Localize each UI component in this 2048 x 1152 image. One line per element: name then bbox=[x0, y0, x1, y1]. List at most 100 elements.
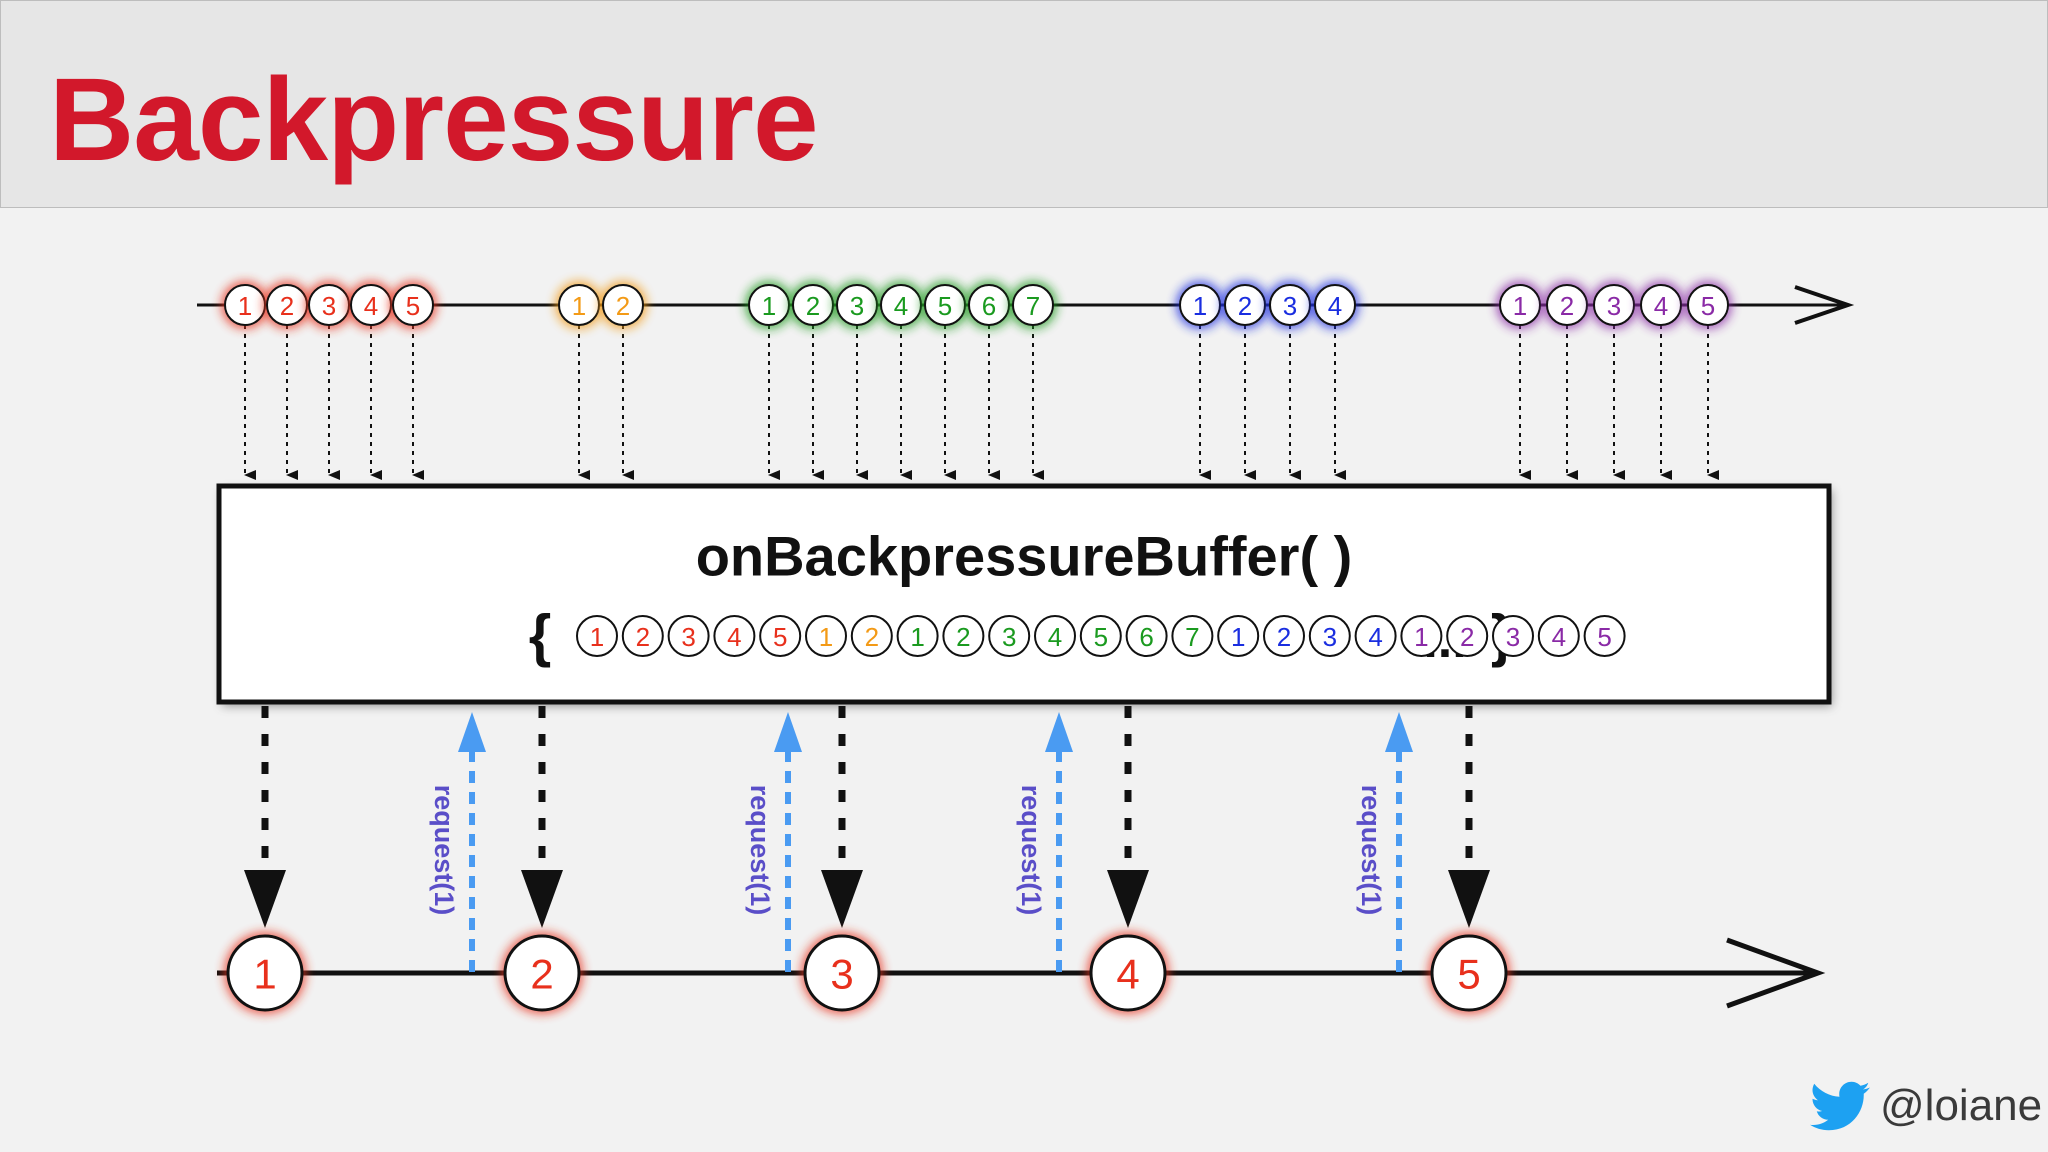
marble-circle bbox=[1308, 615, 1351, 657]
marble-circle bbox=[1593, 284, 1635, 326]
marble-circle bbox=[602, 284, 644, 326]
input-marble: 1 bbox=[221, 281, 269, 329]
marble-label: 4 bbox=[1328, 291, 1342, 321]
buffer-marble: 4 bbox=[1354, 615, 1397, 657]
marble-label: 2 bbox=[865, 622, 879, 652]
input-marble: 3 bbox=[833, 281, 881, 329]
marble-label: 2 bbox=[806, 291, 820, 321]
emit-arrowhead bbox=[521, 870, 563, 928]
twitter-credit: @loiane bbox=[1808, 1076, 2042, 1136]
marble-label: 1 bbox=[1414, 622, 1428, 652]
marble-circle bbox=[1012, 284, 1054, 326]
marble-label: 2 bbox=[280, 291, 294, 321]
marble-label: 3 bbox=[322, 291, 336, 321]
marble-label: 5 bbox=[1597, 622, 1611, 652]
output-marble: 3 bbox=[801, 932, 883, 1014]
buffer-marble: 6 bbox=[1125, 615, 1168, 657]
marble-circle bbox=[1224, 284, 1266, 326]
marble-circle bbox=[1034, 615, 1076, 657]
marble-label: 7 bbox=[1026, 291, 1040, 321]
marble-circle bbox=[1269, 284, 1311, 326]
marble-label: 5 bbox=[1701, 291, 1715, 321]
marble-label: 3 bbox=[1283, 291, 1297, 321]
request-label: request(1) bbox=[1356, 785, 1386, 916]
input-marble: 1 bbox=[1176, 281, 1224, 329]
buffer-marble: 1 bbox=[576, 615, 618, 657]
marble-circle bbox=[576, 615, 618, 657]
marble-label: 1 bbox=[572, 291, 586, 321]
input-marble: 3 bbox=[1590, 281, 1638, 329]
marble-label: 1 bbox=[1231, 622, 1245, 652]
input-marble: 4 bbox=[877, 281, 925, 329]
marble-label: 5 bbox=[1457, 951, 1480, 998]
output-marble: 1 bbox=[224, 932, 306, 1014]
marble-circle bbox=[1687, 284, 1729, 326]
input-marble: 5 bbox=[921, 281, 969, 329]
marble-label: 2 bbox=[530, 951, 553, 998]
marble-circle bbox=[713, 615, 756, 657]
input-timeline-arrowhead bbox=[1794, 285, 1855, 325]
input-marble: 2 bbox=[1221, 281, 1269, 329]
marble-label: 3 bbox=[1506, 622, 1520, 652]
marble-circle bbox=[667, 615, 710, 657]
marble-label: 1 bbox=[819, 622, 833, 652]
marble-circle bbox=[805, 615, 847, 657]
marble-label: 4 bbox=[727, 622, 741, 652]
marble-circle bbox=[988, 615, 1031, 657]
marble-label: 3 bbox=[830, 951, 853, 998]
input-marble: 2 bbox=[1543, 281, 1591, 329]
marble-label: 1 bbox=[1513, 291, 1527, 321]
title-bar: Backpressure bbox=[0, 0, 2048, 208]
marble-label: 4 bbox=[1654, 291, 1668, 321]
input-marble: 2 bbox=[789, 281, 837, 329]
marble-label: 3 bbox=[1607, 291, 1621, 321]
marble-circle bbox=[1537, 615, 1580, 657]
input-marble: 7 bbox=[1009, 281, 1057, 329]
buffer-marble: 7 bbox=[1171, 615, 1214, 657]
input-marble: 3 bbox=[305, 281, 353, 329]
marble-label: 2 bbox=[1277, 622, 1291, 652]
output-marble: 4 bbox=[1087, 932, 1169, 1014]
marble-circle bbox=[1430, 934, 1508, 1012]
marble-circle bbox=[896, 615, 939, 657]
marble-circle bbox=[226, 934, 304, 1012]
marble-label: 4 bbox=[1048, 622, 1062, 652]
twitter-bird-icon bbox=[1810, 1081, 1870, 1131]
marble-circle bbox=[1546, 284, 1588, 326]
marble-label: 2 bbox=[1238, 291, 1252, 321]
request-label: request(1) bbox=[429, 785, 459, 916]
marble-label: 7 bbox=[1185, 622, 1199, 652]
marble-label: 3 bbox=[1002, 622, 1016, 652]
buffer-marble: 4 bbox=[713, 615, 756, 657]
buffer-marble: 2 bbox=[1446, 615, 1489, 657]
slide-title: Backpressure bbox=[49, 54, 819, 186]
marble-circle bbox=[1314, 284, 1356, 326]
input-marble: 5 bbox=[1684, 281, 1732, 329]
emit-arrowhead bbox=[244, 870, 286, 928]
buffer-marble: 3 bbox=[988, 615, 1031, 657]
buffer-marble: 3 bbox=[667, 615, 710, 657]
operator-label: onBackpressureBuffer( ) bbox=[696, 525, 1353, 588]
buffer-marble: 3 bbox=[1308, 615, 1351, 657]
marble-label: 4 bbox=[364, 291, 378, 321]
marble-circle bbox=[1492, 615, 1534, 657]
marble-label: 5 bbox=[938, 291, 952, 321]
marble-circle bbox=[1089, 934, 1167, 1012]
marble-circle bbox=[621, 615, 664, 657]
marble-label: 2 bbox=[616, 291, 630, 321]
buffer-marble: 3 bbox=[1492, 615, 1534, 657]
marble-label: 1 bbox=[238, 291, 252, 321]
marble-circle bbox=[1179, 284, 1221, 326]
request-label: request(1) bbox=[1016, 785, 1046, 916]
marble-circle bbox=[1499, 284, 1541, 326]
marble-circle bbox=[1446, 615, 1489, 657]
input-marble: 1 bbox=[555, 281, 603, 329]
marble-circle bbox=[1400, 615, 1443, 657]
emit-arrowhead bbox=[821, 870, 863, 928]
buffer-marble: 5 bbox=[759, 615, 802, 657]
output-marble: 2 bbox=[501, 932, 583, 1014]
request-arrowhead bbox=[458, 712, 486, 752]
output-marble: 5 bbox=[1428, 932, 1510, 1014]
marble-label: 6 bbox=[1139, 622, 1153, 652]
marble-circle bbox=[1125, 615, 1168, 657]
